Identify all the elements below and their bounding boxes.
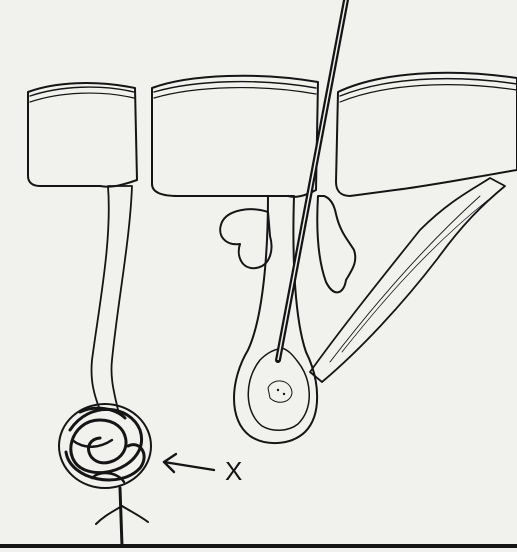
- gland-stalk: [96, 488, 148, 546]
- sebaceous-gland-right: [317, 196, 355, 292]
- pointer-arrow-x: [164, 454, 214, 472]
- epidermis-left: [28, 83, 137, 187]
- epidermis-middle: [152, 76, 318, 197]
- sweat-gland-coil: [59, 404, 151, 488]
- sweat-duct: [91, 186, 132, 410]
- sebaceous-gland-left: [220, 209, 271, 268]
- label-x: X: [225, 458, 242, 484]
- arrector-pili-muscle: [310, 178, 505, 382]
